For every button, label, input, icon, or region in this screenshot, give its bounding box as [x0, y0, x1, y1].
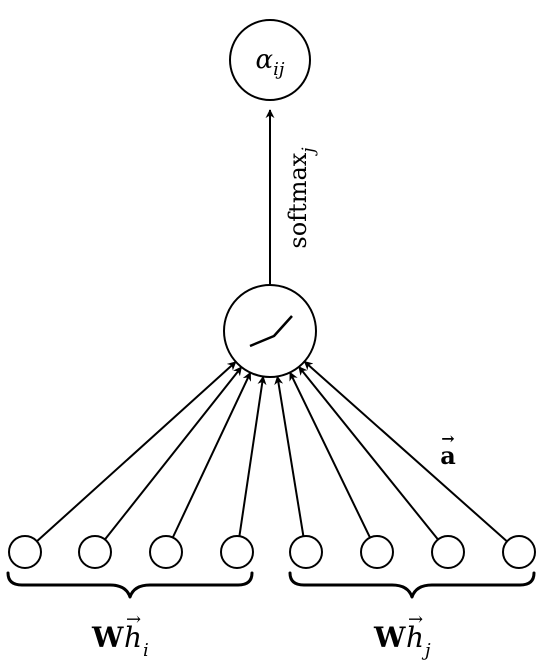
input-node-4 — [220, 535, 254, 569]
input-node-3 — [149, 535, 183, 569]
right-brace — [288, 571, 536, 599]
input-edge-1 — [36, 361, 237, 543]
group-right-label: W → h j — [373, 609, 431, 661]
group-right-subscript: j — [421, 640, 431, 661]
softmax-label-subscript: j — [299, 147, 319, 157]
output-node — [229, 19, 311, 101]
attention-vector-letter: a — [440, 441, 456, 470]
input-node-7 — [431, 535, 465, 569]
group-right-base: h — [406, 621, 424, 654]
input-nodes — [8, 535, 536, 569]
attention-vector-arrow: → — [441, 429, 454, 448]
group-left-label: W → h i — [91, 609, 149, 661]
input-edge-3 — [171, 371, 252, 538]
input-node-2 — [78, 535, 112, 569]
group-left-base: h — [124, 621, 142, 654]
group-left-bold: W — [91, 621, 124, 654]
input-edge-6 — [289, 371, 371, 539]
group-right-arrow: → — [408, 609, 423, 630]
activation-node — [223, 284, 317, 378]
input-edge-2 — [104, 366, 243, 541]
input-edge-5 — [274, 375, 305, 537]
output-node-label: αij — [256, 45, 285, 80]
input-edges — [36, 360, 508, 543]
input-node-6 — [360, 535, 394, 569]
input-edge-7 — [298, 366, 439, 541]
softmax-label-base: softmax — [284, 152, 312, 248]
output-node-label-subscript: ij — [273, 59, 285, 80]
attention-vector-label: → a — [440, 429, 456, 470]
input-edge-4 — [238, 375, 267, 537]
left-brace — [6, 571, 254, 599]
input-edge-8 — [303, 360, 508, 543]
leaky-relu-icon — [249, 315, 293, 348]
input-node-8 — [502, 535, 536, 569]
group-right-bold: W — [373, 621, 406, 654]
softmax-label: softmaxj — [284, 147, 319, 249]
group-left-arrow: → — [126, 609, 141, 630]
output-node-label-base: α — [256, 45, 274, 75]
input-node-1 — [8, 535, 42, 569]
group-left-subscript: i — [143, 640, 149, 661]
input-node-5 — [289, 535, 323, 569]
